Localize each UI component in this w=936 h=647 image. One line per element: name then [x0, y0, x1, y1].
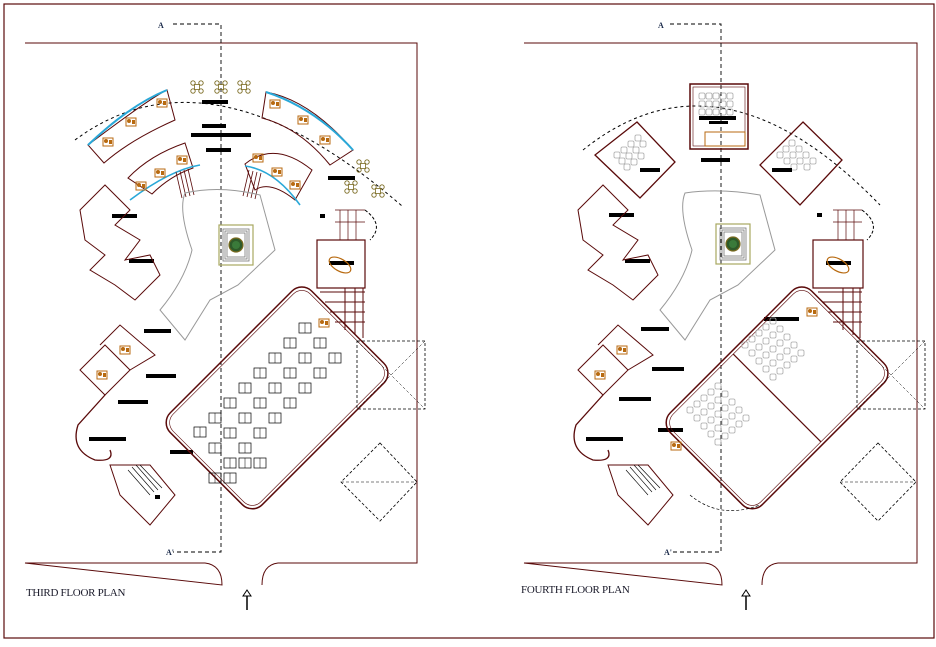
north-arrow-icon: [741, 589, 751, 611]
section-label-a-top: A: [158, 21, 164, 30]
fourth-floor-plan-title: FOURTH FLOOR PLAN: [521, 584, 630, 596]
section-label-a-bottom: A': [166, 548, 174, 557]
fourth-floor-plan: A A': [523, 21, 926, 611]
third-floor-plan-title: THIRD FLOOR PLAN: [26, 587, 126, 599]
section-label-a-bottom: A': [664, 548, 672, 557]
section-label-a-top: A: [658, 21, 664, 30]
classroom-desks: [193, 322, 342, 484]
north-arrow-icon: [242, 589, 252, 611]
third-floor-plan: A A': [24, 21, 426, 611]
